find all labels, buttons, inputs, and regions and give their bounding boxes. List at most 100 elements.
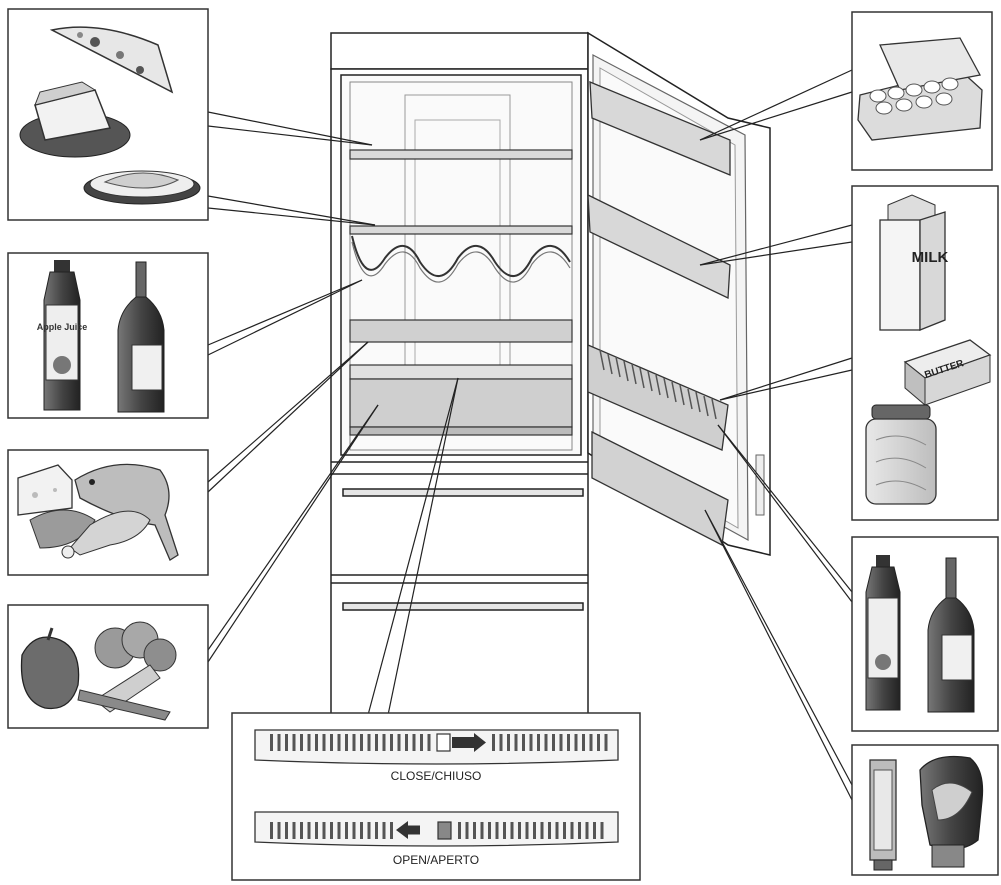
vent-slot [367, 822, 371, 839]
vent-slot [382, 822, 386, 839]
glass-shelves [349, 149, 573, 380]
vent-slot [480, 822, 484, 839]
squeeze-bottle-illustration [919, 755, 984, 868]
door-bin-upper [587, 193, 731, 300]
arrow-right-icon [452, 733, 486, 752]
vent-slot [473, 822, 476, 839]
vent-slider-closed: CLOSE/CHIUSO [254, 729, 619, 783]
vent-slot [458, 822, 461, 839]
broccoli-illustration [94, 621, 177, 713]
vent-slot [397, 734, 401, 751]
juice-label: Apple Juice [37, 322, 88, 332]
jar-illustration [865, 404, 937, 505]
leader-lines [207, 69, 853, 801]
tube-illustration [869, 759, 897, 871]
vent-slot [315, 734, 318, 751]
vent-slot [405, 734, 408, 751]
vent-slot [604, 734, 608, 751]
pizza-slice-illustration [49, 26, 174, 94]
vent-slot [277, 734, 281, 751]
top-cover [330, 32, 589, 70]
vent-slot [597, 734, 600, 751]
juice-bottle-icon-right [865, 555, 901, 711]
meat-drumstick-illustration [29, 509, 151, 559]
vent-slot [600, 822, 604, 839]
vent-slot [292, 734, 296, 751]
vent-slot [522, 734, 525, 751]
vent-open-label: OPEN/APERTO [393, 853, 479, 867]
vent-slot [518, 822, 521, 839]
vent-slot [360, 822, 363, 839]
vent-slot [322, 822, 326, 839]
vent-slot [277, 822, 281, 839]
vent-slot [465, 822, 469, 839]
glass-shelf-upper [349, 225, 573, 235]
milk-carton-illustration: MILK [879, 194, 949, 331]
vent-slot [270, 734, 273, 751]
vent-slot [537, 734, 540, 751]
freezer-drawer-handle-bottom [342, 602, 584, 611]
vent-slot [307, 734, 311, 751]
vent-slot [390, 734, 393, 751]
vent-slot [345, 822, 348, 839]
vent-slot [559, 734, 563, 751]
door-bin-egg [589, 81, 731, 176]
vent-slot [352, 734, 356, 751]
vent-slot [285, 734, 288, 751]
panel-meat-fish-cheese [7, 449, 209, 576]
vent-slot [548, 822, 551, 839]
vent-slot [345, 734, 348, 751]
vent-slot [315, 822, 318, 839]
vent-slot [285, 822, 288, 839]
vent-slot [503, 822, 506, 839]
egg-carton-illustration [857, 37, 983, 141]
vent-slot [330, 734, 333, 751]
vent-slot [585, 822, 589, 839]
vent-slot [337, 822, 341, 839]
panel-beverages-right [851, 536, 999, 732]
vent-slot [412, 734, 416, 751]
milk-label: MILK [912, 249, 949, 266]
vent-slot [375, 822, 378, 839]
panel-condiments [851, 744, 999, 876]
vent-slot [360, 734, 363, 751]
panel-vegetables [7, 604, 209, 729]
vent-slot [390, 822, 393, 839]
wine-bottle-icon-right [927, 557, 975, 713]
door-bin-bottom [591, 430, 729, 547]
crisper-drawer [349, 378, 573, 436]
vent-slot [574, 734, 578, 751]
vent-slot [292, 822, 296, 839]
glass-shelf-drawer-cover [349, 364, 573, 380]
vent-slot [495, 822, 499, 839]
carrot-illustration [77, 689, 171, 721]
juice-bottle-icon: Apple Juice [37, 260, 88, 411]
vent-slot [563, 822, 566, 839]
vent-slot [300, 734, 303, 751]
door-bin-middle [587, 344, 729, 451]
vent-slot [578, 822, 581, 839]
vent-slot [488, 822, 491, 839]
vent-slot [375, 734, 378, 751]
vent-slot [544, 734, 548, 751]
bottle-rack [351, 235, 571, 277]
humidity-vent-control: CLOSE/CHIUSO OPEN/APERTO [231, 712, 641, 881]
vent-slot [525, 822, 529, 839]
panel-beverages-left: Apple Juice [7, 252, 209, 419]
vent-slot [552, 734, 555, 751]
vent-slot [330, 822, 333, 839]
vent-slot [529, 734, 533, 751]
arrow-left-icon [396, 821, 420, 839]
vent-close-label: CLOSE/CHIUSO [391, 769, 482, 783]
vent-slot [420, 734, 423, 751]
panel-eggs [851, 11, 993, 171]
freezer-drawer-handle-top [342, 488, 584, 497]
glass-shelf-top [349, 149, 573, 160]
vent-slot [570, 822, 574, 839]
vent-slot [582, 734, 585, 751]
vent-slot [555, 822, 559, 839]
vent-slot [540, 822, 544, 839]
vent-slot [382, 734, 386, 751]
vent-slot [567, 734, 570, 751]
